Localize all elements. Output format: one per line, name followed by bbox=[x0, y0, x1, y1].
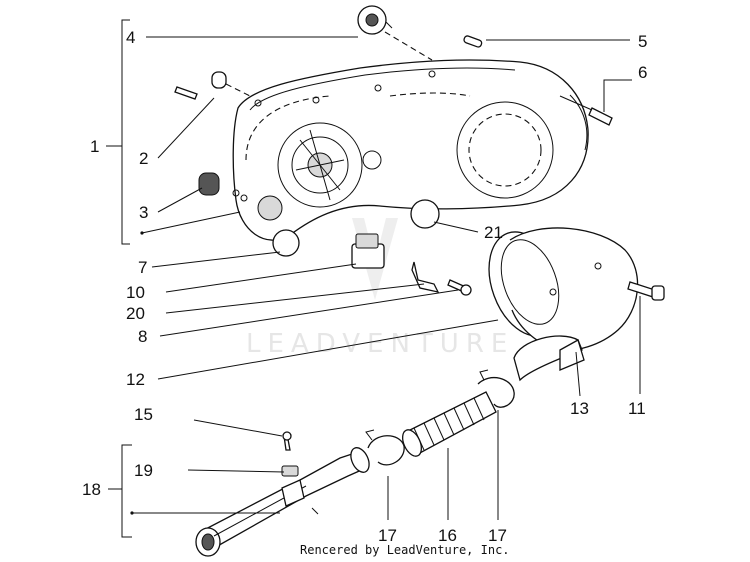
clamp-17-left bbox=[365, 429, 405, 466]
callout-7: 7 bbox=[138, 258, 147, 277]
bolt-11 bbox=[627, 281, 665, 301]
callout-18: 18 bbox=[82, 480, 101, 499]
watermark-text: LEADVENTURE bbox=[246, 329, 514, 359]
duct-housing-13 bbox=[488, 227, 639, 382]
callout-2: 2 bbox=[139, 149, 148, 168]
filter-10 bbox=[351, 233, 385, 269]
callout-12: 12 bbox=[126, 370, 145, 389]
clamp-17-right bbox=[477, 369, 515, 408]
transmission-cover bbox=[232, 59, 589, 241]
callout-20: 20 bbox=[126, 304, 145, 323]
callout-10: 10 bbox=[126, 283, 145, 302]
callout-15: 15 bbox=[134, 405, 153, 424]
callout-17-right: 17 bbox=[488, 526, 507, 545]
callout-6: 6 bbox=[638, 63, 647, 82]
bolt-6 bbox=[559, 95, 613, 126]
callout-11: 11 bbox=[628, 399, 646, 418]
intake-pipe-18 bbox=[195, 447, 370, 557]
callout-13: 13 bbox=[570, 399, 589, 418]
bushing-3 bbox=[198, 172, 220, 196]
callout-16: 16 bbox=[438, 526, 457, 545]
callout-1: 1 bbox=[90, 137, 99, 156]
cap-7 bbox=[257, 195, 300, 257]
screw-8 bbox=[447, 279, 472, 296]
bearing-4 bbox=[357, 5, 433, 61]
callout-4: 4 bbox=[126, 28, 135, 47]
callout-17-left: 17 bbox=[378, 526, 397, 545]
leader-lines bbox=[106, 19, 641, 538]
screw-15 bbox=[282, 431, 292, 451]
callout-numbers: 4 5 6 1 2 3 21 7 10 20 8 12 13 11 15 19 … bbox=[82, 28, 647, 545]
dowel-pin-5 bbox=[463, 35, 483, 48]
pins-2 bbox=[174, 71, 251, 100]
cap-21 bbox=[410, 199, 440, 229]
callout-19: 19 bbox=[134, 461, 153, 480]
callout-21: 21 bbox=[484, 223, 503, 242]
render-credit: Rencered by LeadVenture, Inc. bbox=[300, 543, 510, 557]
callout-5: 5 bbox=[638, 32, 647, 51]
callout-8: 8 bbox=[138, 327, 147, 346]
bellows-16 bbox=[401, 391, 497, 457]
callout-3: 3 bbox=[139, 203, 148, 222]
bracket-20 bbox=[411, 261, 440, 293]
